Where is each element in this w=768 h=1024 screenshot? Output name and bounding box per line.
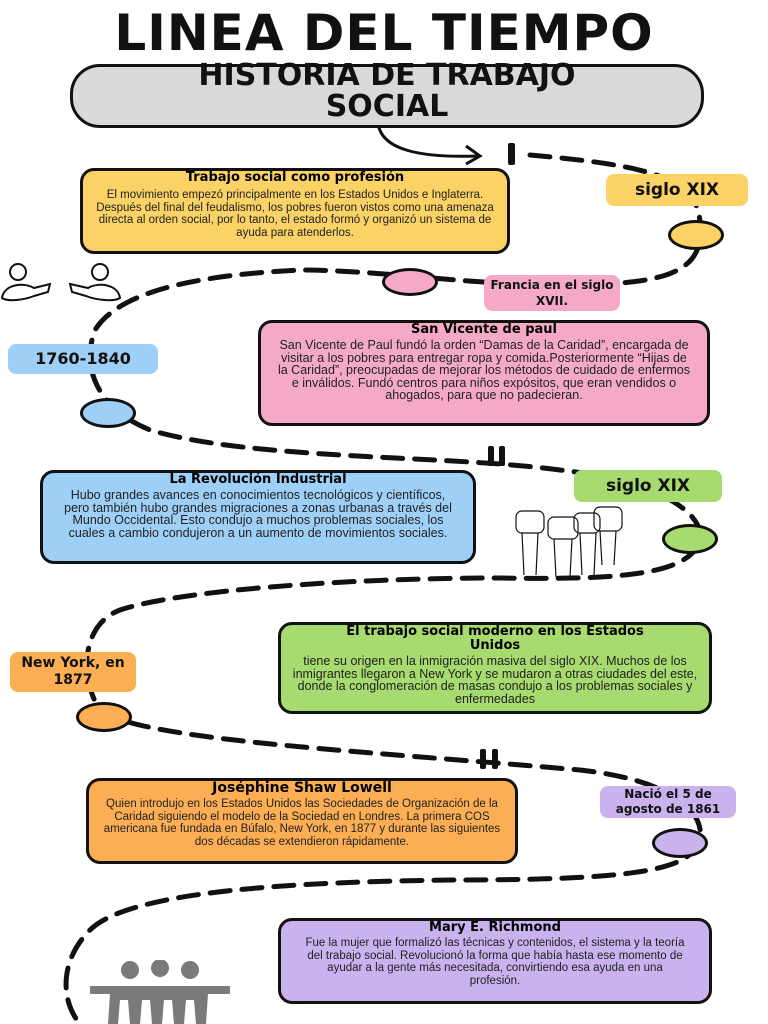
page-subtitle: HISTORIA DE TRABAJO SOCIAL (198, 58, 576, 124)
event-card-trabajo-social: Trabajo social como profesión El movimie… (80, 168, 510, 254)
timeline-dot-purple (652, 828, 708, 858)
event-tag-francia: Francia en el siglo XVII. (484, 275, 620, 311)
event-card-trabajo-moderno: El trabajo social moderno en los Estados… (278, 622, 712, 714)
people-talking-icon (0, 263, 122, 302)
timeline-dot-yellow (668, 220, 724, 250)
event-card-josephine: Joséphine Shaw Lowell Quien introdujo en… (86, 778, 518, 864)
event-card-san-vicente: San Vicente de paul San Vicente de Paul … (258, 320, 710, 426)
event-tag-siglo-xix-1: siglo XIX (606, 174, 748, 206)
timeline-dot-green (662, 524, 718, 554)
event-tag-new-york: New York, en 1877 (10, 652, 136, 692)
group-people-icon (90, 960, 230, 1024)
timeline-dot-orange (76, 702, 132, 732)
event-tag-1760-1840: 1760-1840 (8, 344, 158, 374)
raised-fists-icon (515, 506, 623, 577)
event-tag-siglo-xix-2: siglo XIX (574, 470, 722, 502)
timeline-dot-pink (382, 268, 438, 296)
event-card-revolucion-industrial: La Revolución Industrial Hubo grandes av… (40, 470, 476, 564)
timeline-dot-blue (80, 398, 136, 428)
page-title: LINEA DEL TIEMPO (114, 4, 654, 62)
event-tag-nacio: Nació el 5 de agosto de 1861 (600, 786, 736, 818)
subtitle-banner (70, 64, 704, 128)
event-card-mary-richmond: Mary E. Richmond Fue la mujer que formal… (278, 918, 712, 1004)
